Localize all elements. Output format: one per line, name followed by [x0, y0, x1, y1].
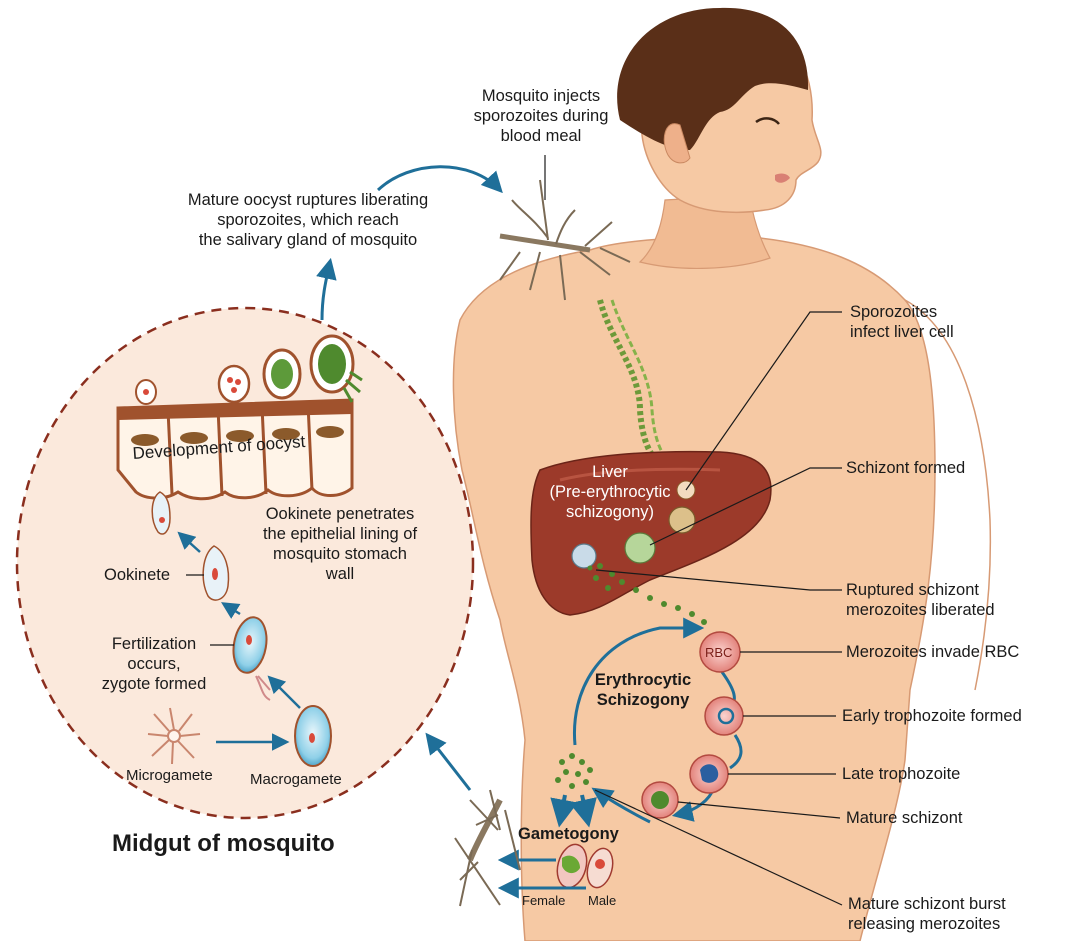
liver-schizont-large	[625, 533, 655, 563]
gametocyte-to-midgut-arrow	[428, 736, 470, 790]
salivary-to-injection-arrow	[378, 167, 500, 190]
ookinete-penetrates-label: Ookinete penetrates the epithelial linin…	[225, 504, 455, 584]
mature-oocyst-label: Mature oocyst ruptures liberating sporoz…	[140, 190, 476, 250]
mature-schizont-cell	[642, 782, 678, 818]
liver-label: Liver (Pre-erythrocytic schizogony)	[530, 462, 690, 522]
microgamete-label: Microgamete	[126, 766, 213, 786]
midgut-title: Midgut of mosquito	[112, 830, 335, 858]
ookinete-label: Ookinete	[104, 565, 170, 585]
schizont-burst-label: Mature schizont burst releasing merozoit…	[848, 894, 1006, 934]
oocyst-up-arrow	[322, 262, 330, 320]
macrogamete-label: Macrogamete	[250, 770, 342, 790]
macrogamete-cell	[295, 706, 331, 766]
erythrocytic-schizogony-label: Erythrocytic Schizogony	[578, 670, 708, 710]
rbc-label: RBC	[705, 645, 732, 660]
oocyst-stage-1	[136, 380, 156, 404]
gametogony-label: Gametogony	[518, 824, 619, 844]
fertilization-label: Fertilization occurs, zygote formed	[94, 634, 214, 694]
late-trophozoite-cell	[690, 755, 728, 793]
early-trophozoite-label: Early trophozoite formed	[842, 706, 1022, 726]
sporozoites-infect-label: Sporozoites infect liver cell	[850, 302, 954, 342]
merozoites-invade-label: Merozoites invade RBC	[846, 642, 1019, 662]
mature-schizont-label: Mature schizont	[846, 808, 962, 828]
late-trophozoite-label: Late trophozoite	[842, 764, 960, 784]
female-label: Female	[522, 893, 565, 908]
early-trophozoite-cell	[705, 697, 743, 735]
mosquito-injects-label: Mosquito injects sporozoites during bloo…	[434, 86, 648, 146]
male-label: Male	[588, 893, 616, 908]
oocyst-stage-3	[264, 350, 300, 398]
ruptured-schizont-label: Ruptured schizont merozoites liberated	[846, 580, 995, 620]
oocyst-stage-2	[219, 366, 249, 402]
schizont-formed-label: Schizont formed	[846, 458, 965, 478]
ruptured-schizont	[572, 544, 596, 568]
